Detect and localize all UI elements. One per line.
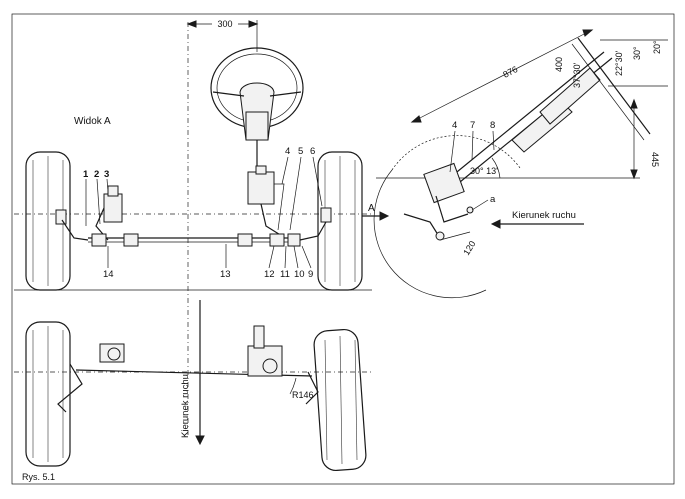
figure-label: Rys. 5.1 <box>22 472 55 482</box>
right-steering-knuckle <box>299 207 332 241</box>
steering-wheel <box>210 47 304 141</box>
dimension-445-label: 445 <box>650 152 660 167</box>
left-steering-knuckle <box>55 209 89 241</box>
left-rear-wheel <box>25 321 71 467</box>
dimension-445: 445 <box>630 98 660 180</box>
bottom-view: R146 Kierunek ruchu <box>14 300 372 472</box>
callout-6: 6 <box>310 146 315 157</box>
callout-9: 9 <box>308 269 313 280</box>
side-callout-8: 8 <box>490 120 495 131</box>
callout-13: 13 <box>220 269 231 280</box>
side-callout-a: a <box>490 194 496 205</box>
direction-of-travel-vertical-label: Kierunek ruchu <box>180 374 191 438</box>
view-arrow-a: A <box>362 203 390 221</box>
side-view: 4 7 8 a 876 445 30° 13' 120 400 37°30' <box>373 29 668 299</box>
callout-14: 14 <box>103 269 114 280</box>
side-steering-box <box>403 162 474 241</box>
direction-of-travel-label: Kierunek ruchu <box>512 210 576 221</box>
drawing-frame <box>11 13 675 485</box>
callout-12: 12 <box>264 269 275 280</box>
angle-20-label: 20° <box>652 40 662 54</box>
direction-of-travel-arrow: Kierunek ruchu <box>490 210 584 229</box>
callouts-top-view: 1 2 3 4 5 6 14 13 12 11 10 9 <box>83 146 323 280</box>
callout-3: 3 <box>104 169 109 180</box>
dimension-876-label: 876 <box>501 64 519 80</box>
callout-1: 1 <box>83 169 89 180</box>
angle-22-30-label: 22°30' <box>614 50 624 76</box>
power-steering-cylinder <box>95 185 123 241</box>
side-callout-7: 7 <box>470 120 475 131</box>
callout-4: 4 <box>285 146 290 157</box>
side-callout-4: 4 <box>452 120 457 131</box>
dimension-300-label: 300 <box>217 19 232 29</box>
dimension-120-label: 120 <box>461 239 477 257</box>
view-a-label: Widok A <box>74 116 111 127</box>
view-arrow-a-label: A <box>368 203 375 214</box>
right-rear-wheel <box>313 328 367 472</box>
callout-5: 5 <box>298 146 303 157</box>
tie-rod <box>88 233 301 247</box>
angle-37-30-label: 37°30' <box>572 62 582 88</box>
callout-10: 10 <box>294 269 305 280</box>
callout-2: 2 <box>94 169 99 180</box>
dimension-300: 300 <box>186 17 259 52</box>
angle-30-label: 30° <box>632 46 642 60</box>
dimension-400-label: 400 <box>554 57 564 72</box>
radius-r146-label: R146 <box>292 390 314 400</box>
callout-11: 11 <box>280 269 290 280</box>
inclined-steering-column <box>451 37 651 183</box>
angle-30-13-label: 30° 13' <box>470 166 498 176</box>
steering-gear-box <box>247 165 283 237</box>
